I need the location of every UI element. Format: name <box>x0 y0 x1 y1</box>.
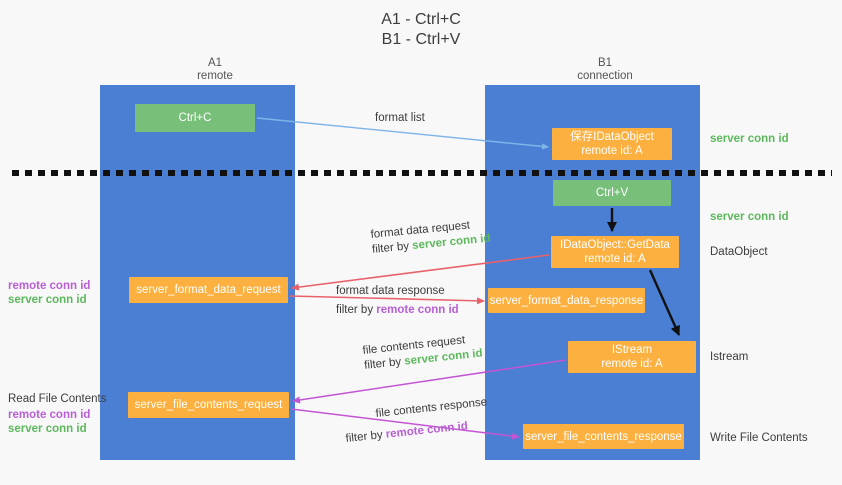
label-group-left-bottom: Read File Contents remote conn id server… <box>8 392 106 436</box>
filter-prefix: filter by <box>336 304 377 316</box>
node-istream-line1: IStream <box>611 344 653 356</box>
node-store-idataobject-line2: remote id: A <box>581 145 643 157</box>
node-server-file-contents-request[interactable]: server_file_contents_request <box>128 392 289 418</box>
label-group-left-middle: remote conn id server conn id <box>8 279 90 307</box>
node-server-file-contents-response-label: server_file_contents_response <box>525 430 682 443</box>
title-line-2: B1 - Ctrl+V <box>381 31 461 48</box>
node-idataobject-getdata-line1: IDataObject::GetData <box>560 239 670 251</box>
filter-prefix: filter by <box>371 240 413 256</box>
node-ctrl-c-line1: Ctrl+C <box>178 112 212 124</box>
node-server-file-contents-response[interactable]: server_file_contents_response <box>523 424 684 449</box>
column-header-b1-name: B1 <box>597 57 613 69</box>
node-server-file-contents-request-label: server_file_contents_request <box>134 399 283 411</box>
edge-label-format-data-response-filter: filter by remote conn id <box>336 303 459 318</box>
node-ctrl-v[interactable]: Ctrl+V <box>553 180 671 206</box>
column-header-a1: A1 remote <box>140 57 290 83</box>
node-store-idataobject[interactable]: 保存IDataObject remote id: A <box>552 128 672 160</box>
filter-key-remote-conn-id: remote conn id <box>376 304 459 316</box>
title-line-1: A1 - Ctrl+C <box>381 11 461 28</box>
label-remote-conn-id-mid: remote conn id <box>8 280 91 292</box>
label-read-file-contents: Read File Contents <box>8 393 107 405</box>
edge-label-file-contents-request: file contents request filter by server c… <box>362 332 483 374</box>
edge-label-file-contents-response: file contents response <box>375 395 488 422</box>
edge-label-format-data-response: format data response <box>336 284 445 299</box>
label-server-conn-id-top: server conn id <box>710 133 789 145</box>
label-remote-conn-id-bottom: remote conn id <box>8 409 91 421</box>
column-header-a1-sub: remote <box>197 70 233 82</box>
diagram-title: A1 - Ctrl+C B1 - Ctrl+V <box>0 10 842 50</box>
edge-label-format-list: format list <box>375 111 425 126</box>
label-dataobject: DataObject <box>710 246 768 258</box>
node-server-format-data-response-label: server_format_data_response <box>489 294 644 307</box>
node-server-format-data-request[interactable]: server_format_data_request <box>129 277 288 303</box>
node-idataobject-getdata[interactable]: IDataObject::GetData remote id: A <box>551 236 679 268</box>
filter-key-remote-conn-id: remote conn id <box>385 420 469 441</box>
node-server-format-data-request-label: server_format_data_request <box>136 284 281 296</box>
node-store-idataobject-line1: 保存IDataObject <box>570 131 654 143</box>
edge-label-format-data-response-text: format data response <box>336 285 445 297</box>
label-server-conn-id-left-mid: server conn id <box>8 294 87 306</box>
node-ctrl-v-line1: Ctrl+V <box>595 187 629 199</box>
label-write-file-contents: Write File Contents <box>710 432 808 444</box>
node-istream-line2: remote id: A <box>601 358 663 370</box>
column-header-b1-sub: connection <box>577 70 633 82</box>
node-istream[interactable]: IStream remote id: A <box>568 341 696 373</box>
label-server-conn-id-bottom: server conn id <box>8 423 87 435</box>
column-header-b1: B1 connection <box>530 57 680 83</box>
column-header-a1-name: A1 <box>207 57 223 69</box>
label-server-conn-id-mid: server conn id <box>710 211 789 223</box>
node-ctrl-c[interactable]: Ctrl+C <box>135 104 255 132</box>
edge-label-file-contents-response-text: file contents response <box>375 396 488 420</box>
filter-prefix: filter by <box>363 355 405 372</box>
node-idataobject-getdata-line2: remote id: A <box>584 253 646 265</box>
filter-prefix: filter by <box>345 428 387 445</box>
phase-divider <box>12 170 832 176</box>
edge-label-format-list-text: format list <box>375 112 425 124</box>
edge-label-file-contents-response-filter: filter by remote conn id <box>345 419 469 447</box>
label-istream: Istream <box>710 351 749 363</box>
edge-label-format-data-request: format data request filter by server con… <box>370 217 491 258</box>
node-server-format-data-response[interactable]: server_format_data_response <box>488 288 645 313</box>
